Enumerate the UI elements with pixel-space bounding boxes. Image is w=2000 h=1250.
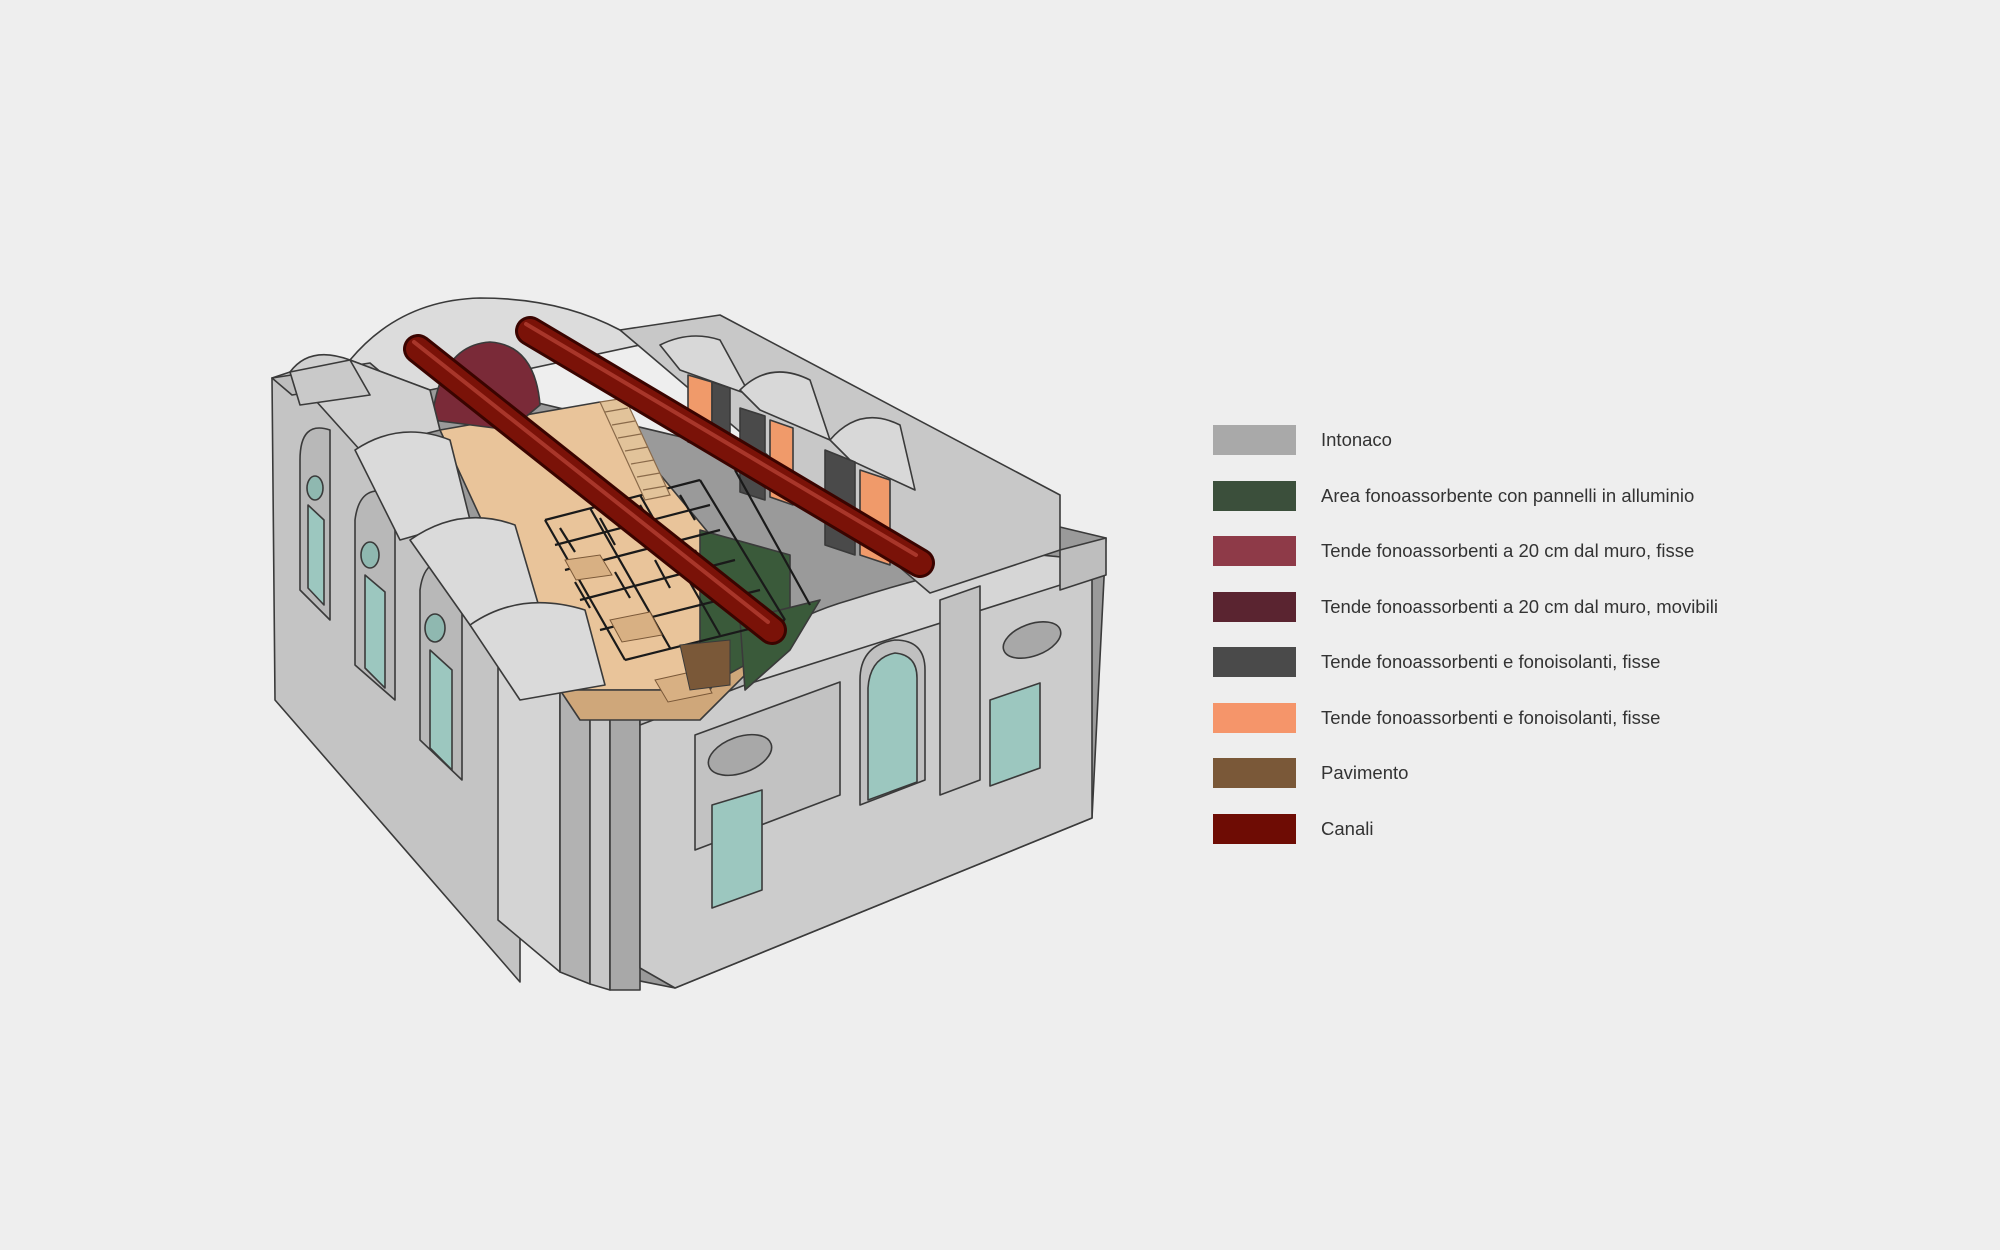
front-oculus (1002, 620, 1062, 660)
legend-label: Intonaco (1321, 429, 1392, 450)
canal-highlight (524, 322, 918, 557)
legend-item: Tende fonoassorbenti e fonoisolanti, fis… (1213, 647, 1813, 677)
right-vault-lunette (829, 417, 916, 491)
oculus-window (306, 475, 324, 501)
front-window (711, 789, 763, 909)
canal-highlight (412, 340, 770, 624)
left-vault (469, 601, 606, 701)
right-end-pier (1059, 537, 1107, 591)
legend-swatch (1213, 702, 1296, 733)
legend-label: Tende fonoassorbenti e fonoisolanti, fis… (1321, 706, 1661, 728)
legend-swatch (1213, 758, 1296, 788)
legend-item: Area fonoassorbente con pannelli in allu… (1213, 480, 1813, 511)
left-vault (354, 431, 471, 541)
front-relief (939, 585, 981, 796)
oculus-window (360, 541, 380, 569)
legend-label: Area fonoassorbente con pannelli in allu… (1321, 484, 1695, 506)
left-vault (409, 516, 541, 626)
legend-label: Pavimento (1321, 762, 1409, 783)
legend-item: Tende fonoassorbenti a 20 cm dal muro, m… (1213, 591, 1813, 622)
oculus-window (424, 613, 446, 643)
pilaster (609, 687, 641, 991)
left-window (429, 649, 453, 771)
pilaster-cap (289, 359, 371, 406)
legend-swatch (1213, 425, 1296, 455)
front-window (989, 682, 1041, 787)
right-vault-lunette (739, 371, 831, 441)
legend-item: Tende fonoassorbenti e fonoisolanti, fis… (1213, 702, 1813, 733)
front-oculus (707, 733, 773, 777)
legend-item: Tende fonoassorbenti a 20 cm dal muro, f… (1213, 536, 1813, 566)
legend-item: Pavimento (1213, 758, 1813, 788)
legend-label: Canali (1321, 817, 1374, 839)
canals (403, 316, 935, 645)
legend-item: Canali (1213, 813, 1813, 844)
legend-swatch (1213, 591, 1296, 622)
legend-item: Intonaco (1213, 425, 1813, 455)
left-window (364, 574, 386, 689)
canal-duct (406, 337, 784, 642)
legend-label: Tende fonoassorbenti a 20 cm dal muro, m… (1321, 595, 1718, 617)
legend-swatch (1213, 647, 1296, 677)
legend-label: Tende fonoassorbenti e fonoisolanti, fis… (1321, 651, 1661, 672)
canal-duct (518, 319, 932, 575)
floor-front-strip (679, 639, 731, 691)
legend-label: Tende fonoassorbenti a 20 cm dal muro, f… (1321, 540, 1695, 561)
front-arched-window-glass (867, 652, 918, 801)
legend-swatch (1213, 813, 1296, 844)
left-window (307, 504, 325, 606)
legend-swatch (1213, 536, 1296, 566)
floor-stripes (564, 554, 713, 703)
legend-swatch (1213, 480, 1296, 511)
